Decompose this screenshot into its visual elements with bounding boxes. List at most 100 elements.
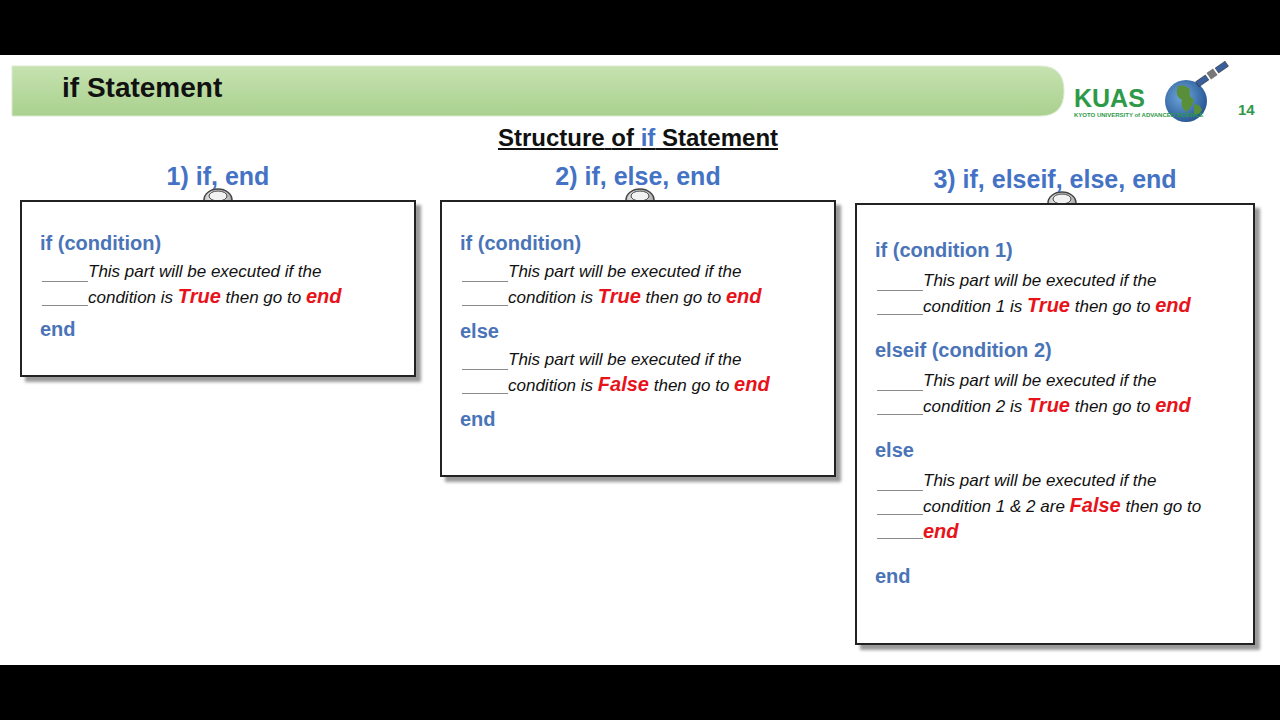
space (154, 262, 159, 281)
space (593, 288, 598, 307)
space (173, 288, 178, 307)
space (700, 350, 705, 369)
word: Structure (498, 124, 605, 151)
word: if (641, 124, 656, 151)
space (183, 262, 188, 281)
space (989, 471, 994, 490)
word: if (1120, 271, 1129, 290)
space (721, 288, 726, 307)
space (1131, 397, 1136, 416)
header-band (12, 66, 1064, 116)
word: the (718, 262, 742, 281)
word: will (994, 471, 1018, 490)
word: then (1075, 397, 1108, 416)
keyword-highlight: False (1070, 494, 1121, 516)
space (280, 262, 285, 281)
space (206, 262, 211, 281)
space (641, 288, 646, 307)
code-keyword: elseif (condition 2) (857, 337, 1253, 363)
space (1108, 397, 1113, 416)
logo-text: KUAS (1074, 84, 1145, 113)
word: then (654, 376, 687, 395)
word: executed (211, 262, 280, 281)
space (1128, 271, 1133, 290)
word: are (1040, 497, 1065, 516)
space (1131, 297, 1136, 316)
keyword-highlight: end (306, 285, 342, 307)
code-body: This part will be executed if the condit… (857, 469, 1213, 545)
space (156, 288, 161, 307)
space (955, 371, 960, 390)
keyword-highlight: True (1027, 294, 1070, 316)
space (1018, 271, 1023, 290)
code-body: This part will be executed if the condit… (442, 260, 794, 310)
word: This (508, 350, 540, 369)
space (1005, 297, 1010, 316)
space (603, 350, 608, 369)
space (955, 271, 960, 290)
word: This (923, 271, 955, 290)
space (301, 288, 306, 307)
solar-panel (1215, 61, 1228, 73)
word: executed (631, 350, 700, 369)
word: 1 (996, 497, 1005, 516)
logo-subtext: KYOTO UNIVERSITY of ADVANCED SCIENCE (1074, 112, 1203, 118)
code-keyword: end (857, 563, 1253, 589)
word: go (1113, 297, 1132, 316)
word: then (1125, 497, 1158, 516)
page-number: 14 (1238, 101, 1255, 118)
space (1070, 397, 1075, 416)
word: to (707, 288, 721, 307)
word: condition (508, 288, 576, 307)
word: the (1133, 271, 1157, 290)
space (540, 350, 545, 369)
space (729, 376, 734, 395)
word: part (960, 271, 989, 290)
word: condition (923, 297, 991, 316)
space (1115, 371, 1120, 390)
column-heading: 2) if, else, end (422, 162, 854, 191)
space (955, 471, 960, 490)
space (710, 376, 715, 395)
word: the (718, 350, 742, 369)
word: & (1010, 497, 1021, 516)
word: will (994, 271, 1018, 290)
word: to (1136, 397, 1150, 416)
space (1041, 371, 1046, 390)
word: if (705, 350, 714, 369)
space (1018, 471, 1023, 490)
space (626, 262, 631, 281)
space (1022, 397, 1027, 416)
slide-title: if Statement (62, 72, 222, 104)
word: if (285, 262, 294, 281)
space (713, 262, 718, 281)
space (991, 397, 996, 416)
keyword-highlight: end (734, 373, 770, 395)
word: part (960, 471, 989, 490)
space (293, 262, 298, 281)
code-body: This part will be executed if the condit… (22, 260, 374, 310)
space (1115, 271, 1120, 290)
word: if (1120, 371, 1129, 390)
keyword-highlight: False (598, 373, 649, 395)
space (1115, 471, 1120, 490)
word: condition (923, 497, 991, 516)
word: part (545, 350, 574, 369)
space (1108, 297, 1113, 316)
space (576, 288, 581, 307)
space (120, 262, 125, 281)
word: the (1133, 471, 1157, 490)
space (1041, 471, 1046, 490)
space (574, 350, 579, 369)
space (1005, 397, 1010, 416)
space (1128, 371, 1133, 390)
space (221, 288, 226, 307)
word: Statement (662, 124, 778, 151)
word: executed (1046, 271, 1115, 290)
word: condition (508, 376, 576, 395)
space (1005, 497, 1010, 516)
keyword-highlight: end (726, 285, 762, 307)
keyword-highlight: True (1027, 394, 1070, 416)
space (679, 288, 684, 307)
keyword-highlight: True (178, 285, 221, 307)
